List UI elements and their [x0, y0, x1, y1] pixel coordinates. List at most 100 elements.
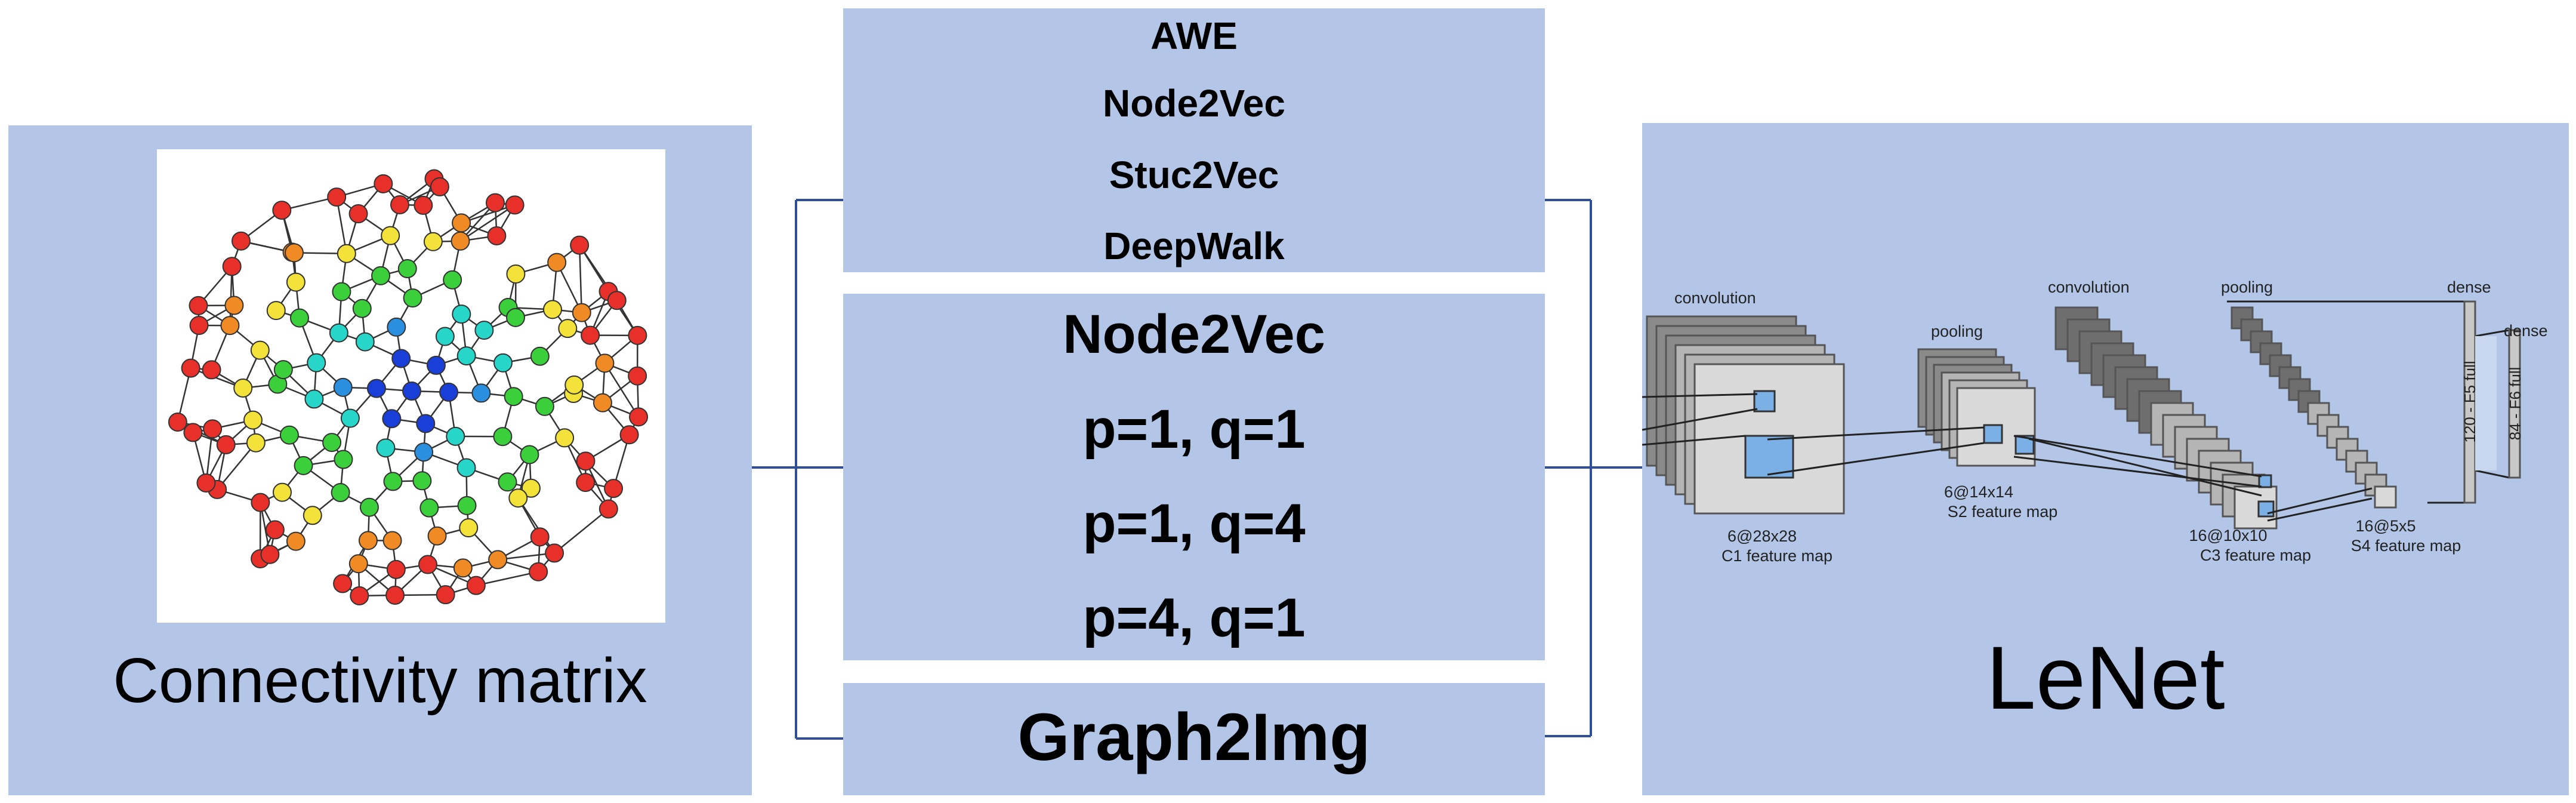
graph-node: [333, 574, 353, 593]
graph-node: [456, 458, 476, 478]
graph-node: [272, 201, 292, 220]
graph-node: [383, 472, 403, 491]
c1-size-label: 6@28x28: [1727, 527, 1797, 545]
connectivity-matrix-caption: Connectivity matrix: [113, 645, 647, 716]
graph-node: [273, 360, 293, 380]
graph-node: [189, 296, 208, 315]
graph-edge: [476, 571, 539, 586]
graph-node: [418, 555, 437, 574]
f6-label: 84 - F6 full: [2506, 367, 2524, 441]
graph-node: [426, 355, 446, 375]
graph-node: [181, 358, 200, 378]
graph-node: [414, 442, 434, 462]
graph-node: [286, 272, 306, 292]
graph-node: [599, 499, 618, 519]
graph-node: [284, 243, 304, 263]
graph-node: [327, 187, 347, 207]
graph-node: [397, 259, 417, 279]
graph-node: [542, 300, 562, 319]
graph-node: [358, 531, 378, 550]
graph-node: [243, 410, 263, 430]
graph-node: [604, 479, 624, 499]
graph-node: [381, 226, 400, 245]
graph-node: [348, 554, 368, 574]
c3-receptive-field: [2258, 474, 2272, 488]
s4-name-label: S4 feature map: [2351, 537, 2461, 555]
graph-node: [451, 231, 470, 251]
graph-node: [168, 412, 187, 432]
graph-edge: [578, 245, 583, 313]
graph-node: [416, 414, 436, 433]
graph-node: [474, 321, 494, 340]
methods-panel: [843, 8, 1545, 272]
graph-node: [385, 585, 405, 605]
graph-edge: [335, 196, 348, 254]
graph-node: [457, 496, 477, 515]
graph-node: [570, 235, 590, 255]
graph-node: [595, 353, 615, 373]
graph-edge: [459, 204, 516, 242]
c3-name-label: C3 feature map: [2200, 546, 2311, 564]
lenet-label-pooling-1: pooling: [1931, 322, 1983, 340]
graph-node: [456, 346, 476, 366]
graph-node: [505, 307, 525, 327]
graph-node: [508, 488, 528, 508]
graph-node: [520, 445, 539, 464]
graph-node: [504, 387, 523, 407]
graph-node: [430, 177, 449, 196]
graph-node: [607, 291, 627, 310]
graph-node: [224, 296, 244, 315]
graph-node: [629, 407, 649, 427]
graph-node: [521, 478, 541, 498]
graph-node: [266, 301, 286, 321]
graph-node: [390, 195, 409, 214]
method-node2vec: Node2Vec: [1103, 82, 1285, 125]
s4-output-patch: [2257, 500, 2275, 518]
graph-node: [619, 425, 639, 445]
lenet-caption: LeNet: [1986, 627, 2225, 728]
lenet-label-convolution-2: convolution: [2048, 278, 2130, 296]
graph-node: [576, 473, 596, 493]
graph-node: [355, 332, 375, 352]
graph-node: [233, 378, 253, 398]
c3-feature-map-stack: [2054, 306, 2278, 530]
graph-node: [427, 526, 447, 546]
graph-edge: [554, 508, 609, 554]
graph-node: [488, 550, 508, 570]
graph-node: [435, 327, 455, 346]
graph-node: [334, 450, 353, 469]
graph-node: [366, 379, 386, 398]
graph-node: [530, 346, 550, 366]
s2-size-label: 6@14x14: [1944, 483, 2013, 501]
graph-node: [294, 456, 313, 475]
c1-output-patch: [1744, 435, 1794, 479]
graph-node: [216, 435, 236, 454]
method-awe: AWE: [1150, 14, 1238, 57]
graph-node: [628, 366, 647, 386]
s2-receptive-field: [1983, 424, 2003, 444]
graph-node: [498, 472, 517, 492]
lenet-connections: [1642, 300, 2510, 522]
graph-nodes: [168, 169, 649, 605]
graph-node: [307, 353, 326, 373]
graph-node: [376, 438, 396, 458]
lenet-label-convolution-1: convolution: [1674, 289, 1756, 307]
graph-node: [485, 193, 505, 213]
graph-node: [529, 562, 548, 582]
graph-node: [340, 408, 360, 428]
graph-edge: [217, 442, 257, 490]
graph-node: [403, 288, 422, 308]
graph-node: [250, 340, 270, 360]
c1-receptive-field: [1753, 390, 1776, 413]
graph-node: [436, 585, 455, 605]
left-bracket: [752, 199, 843, 740]
param-p1-q1: p=1, q=1: [1082, 399, 1306, 460]
graph-node: [452, 304, 471, 324]
graph-node: [359, 497, 379, 517]
graph-node: [581, 325, 600, 345]
graph-node: [272, 482, 292, 502]
graph-node: [628, 325, 647, 345]
feature-map: [2374, 485, 2397, 509]
graph-node: [466, 576, 486, 595]
graph-node: [352, 299, 372, 318]
